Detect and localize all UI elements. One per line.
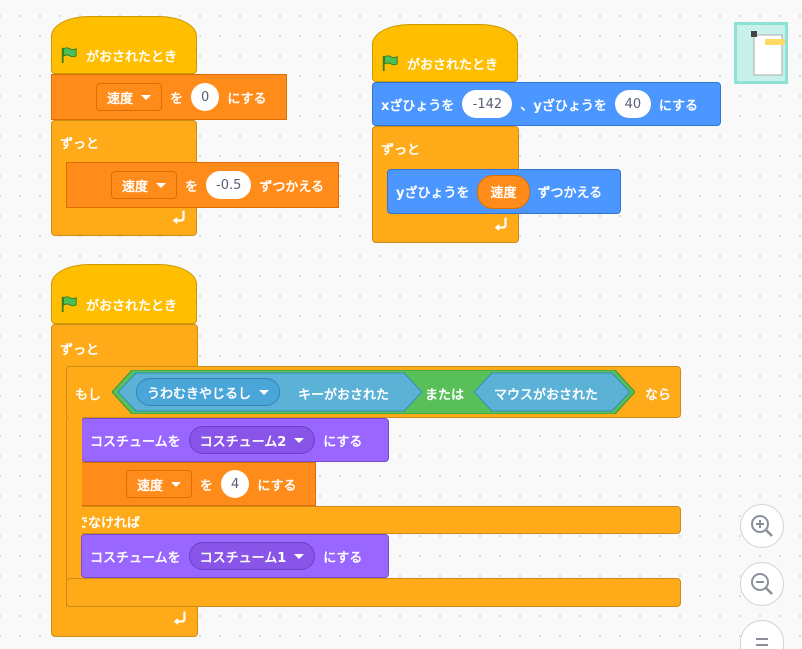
loop-arrow-icon <box>492 214 510 236</box>
switch-costume-block[interactable]: コスチュームを コスチューム1 にする <box>81 534 389 578</box>
then-label: なら <box>645 388 672 403</box>
value-input[interactable]: 0 <box>191 83 220 111</box>
label-change: ずつかえる <box>259 179 325 195</box>
variable-dropdown[interactable]: 速度 <box>126 470 193 498</box>
forever-label: ずっと <box>381 143 421 158</box>
label-x: xざひょうを <box>381 98 455 114</box>
forever-label: ずっと <box>60 137 100 152</box>
green-flag-icon <box>60 46 78 64</box>
label-change-y: yざひょうを <box>396 186 470 201</box>
or-label: または <box>425 388 465 403</box>
label-suru: にする <box>323 550 363 566</box>
sprite-thumbnail[interactable] <box>734 22 788 84</box>
if-else-bottom <box>66 578 681 607</box>
zoom-in-button[interactable] <box>740 504 784 548</box>
when-flag-clicked-hat[interactable]: がおされたとき <box>51 264 197 324</box>
sprite-image <box>751 31 787 76</box>
or-operator[interactable]: うわむきやじるし キーがおされた または マウスがおされた <box>112 370 635 414</box>
chevron-down-icon <box>141 94 152 100</box>
set-variable-block[interactable]: 速度 を 4 にする <box>81 462 316 506</box>
label-change: ずつかえる <box>537 186 603 201</box>
chevron-down-icon <box>259 389 270 395</box>
variable-dropdown[interactable]: 速度 <box>111 171 178 199</box>
label-y: 、yざひょうを <box>520 98 607 114</box>
label-suru: にする <box>323 434 363 450</box>
costume-dropdown[interactable]: コスチューム2 <box>188 426 316 454</box>
key-pressed-label: キーがおされた <box>298 388 390 403</box>
label-wo: を <box>170 91 184 107</box>
if-else-left-arm <box>66 417 82 607</box>
when-flag-clicked-hat[interactable]: がおされたとき <box>51 16 197 74</box>
change-variable-block[interactable]: 速度 を -0.5 ずつかえる <box>66 162 339 208</box>
set-variable-block[interactable]: 速度 を 0 にする <box>51 74 287 120</box>
value-input[interactable]: 4 <box>221 470 250 498</box>
if-label: もし <box>75 388 102 403</box>
else-arm[interactable]: でなければ <box>66 506 681 534</box>
zoom-reset-icon <box>756 638 768 646</box>
label-costume: コスチュームを <box>90 550 181 566</box>
label-wo: を <box>200 478 214 494</box>
chevron-down-icon <box>294 437 305 443</box>
y-input[interactable]: 40 <box>614 90 651 118</box>
mouse-down-label: マウスがおされた <box>494 388 599 403</box>
variable-dropdown[interactable]: 速度 <box>96 83 163 111</box>
chevron-down-icon <box>294 553 305 559</box>
zoom-out-icon <box>751 573 773 595</box>
loop-arrow-icon <box>171 608 189 630</box>
change-y-block[interactable]: yざひょうを 速度 ずつかえる <box>387 169 621 214</box>
label-costume: コスチュームを <box>90 434 181 450</box>
chevron-down-icon <box>156 182 167 188</box>
hat-label: がおされたとき <box>86 49 178 65</box>
costume-dropdown[interactable]: コスチューム1 <box>188 542 316 570</box>
loop-arrow-icon <box>170 207 188 229</box>
else-label: でなければ <box>75 516 141 531</box>
green-flag-icon <box>60 295 78 313</box>
forever-label: ずっと <box>60 343 100 358</box>
zoom-in-icon <box>751 515 773 537</box>
label-wo: を <box>185 179 199 195</box>
x-input[interactable]: -142 <box>462 90 513 118</box>
label-suru: にする <box>658 98 699 114</box>
label-suru: にする <box>227 91 267 107</box>
hat-label: がおされたとき <box>86 298 178 314</box>
when-flag-clicked-hat[interactable]: がおされたとき <box>372 24 518 82</box>
zoom-out-button[interactable] <box>740 562 784 606</box>
label-suru: にする <box>257 478 297 494</box>
hat-label: がおされたとき <box>407 57 499 73</box>
value-input[interactable]: -0.5 <box>206 171 252 199</box>
go-to-xy-block[interactable]: xざひょうを -142 、yざひょうを 40 にする <box>372 82 721 126</box>
key-dropdown[interactable]: うわむきやじるし <box>136 378 281 406</box>
variable-reporter[interactable]: 速度 <box>477 174 530 209</box>
switch-costume-block[interactable]: コスチュームを コスチューム2 にする <box>81 418 389 462</box>
chevron-down-icon <box>171 481 182 487</box>
zoom-reset-button[interactable] <box>740 620 784 649</box>
green-flag-icon <box>381 54 399 72</box>
